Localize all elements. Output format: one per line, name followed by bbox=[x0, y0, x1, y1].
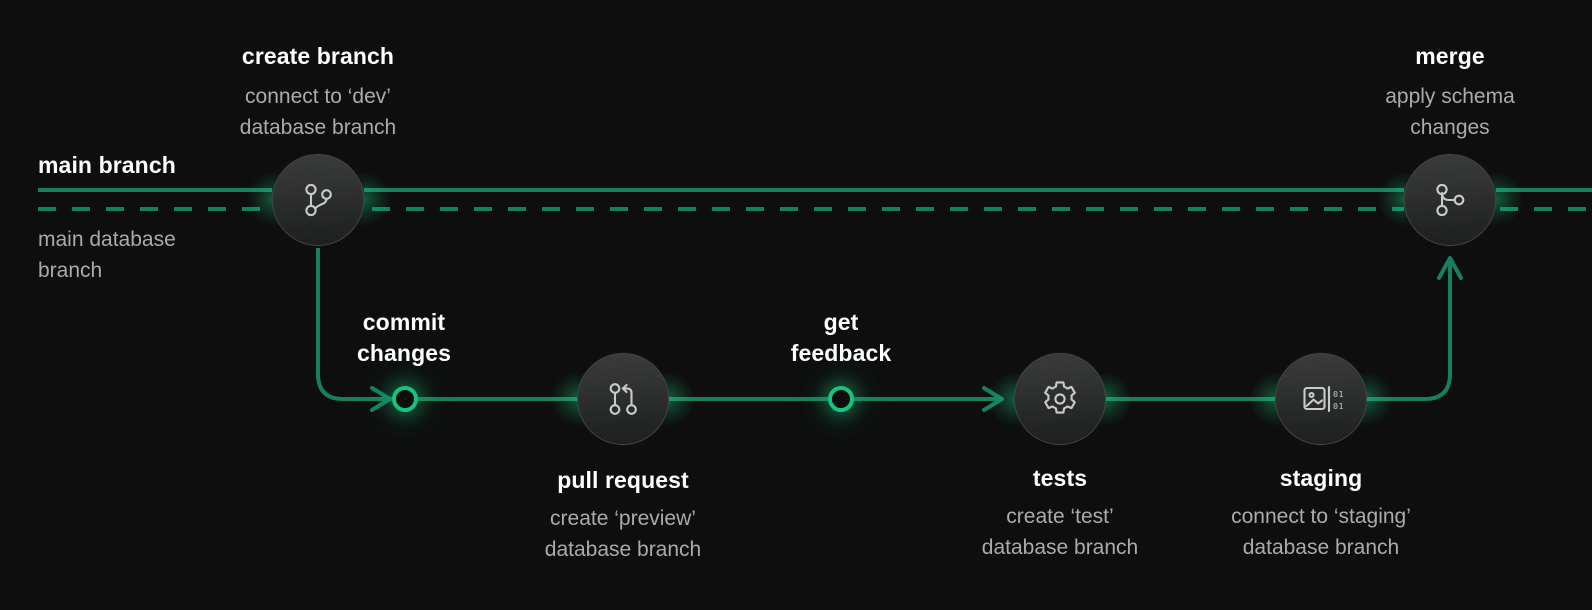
svg-text:010: 010 bbox=[1333, 389, 1344, 399]
node-get-feedback[interactable] bbox=[828, 386, 854, 412]
node-pull-request[interactable] bbox=[577, 353, 669, 445]
git-branch-icon bbox=[296, 178, 340, 222]
image-binary-icon: 010 010 bbox=[1298, 376, 1344, 422]
git-merge-icon bbox=[1428, 178, 1472, 222]
get-feedback-title-line1: get bbox=[823, 309, 859, 335]
tests-subtitle-line1: create ‘test’ bbox=[1006, 505, 1114, 528]
main-database-branch-label-line2: branch bbox=[38, 258, 103, 282]
merge-subtitle: apply schema changes bbox=[1385, 82, 1515, 143]
pull-request-icon bbox=[601, 377, 645, 421]
create-branch-subtitle-line2: database branch bbox=[239, 115, 397, 139]
get-feedback-title-line2: feedback bbox=[790, 339, 892, 366]
merge-title: merge bbox=[1415, 43, 1485, 69]
arrowhead-to-tests bbox=[982, 386, 1004, 412]
arrowhead-to-commit bbox=[370, 386, 392, 412]
gear-icon bbox=[1037, 376, 1083, 422]
node-commit-changes[interactable] bbox=[392, 386, 418, 412]
commit-changes-title-line2: changes bbox=[356, 339, 452, 366]
pull-request-subtitle-line2: database branch bbox=[544, 537, 702, 561]
tests-subtitle: create ‘test’ database branch bbox=[982, 502, 1138, 563]
merge-subtitle-line1: apply schema bbox=[1385, 85, 1515, 108]
main-branch-label: main branch bbox=[38, 152, 176, 178]
branch-drop-path bbox=[316, 248, 392, 401]
main-database-branch-label-line1: main database bbox=[38, 228, 176, 251]
commit-changes-title-line1: commit bbox=[362, 309, 446, 335]
staging-subtitle-line2: database branch bbox=[1242, 535, 1400, 559]
staging-subtitle-line1: connect to ‘staging’ bbox=[1231, 505, 1411, 528]
pull-request-subtitle: create ‘preview’ database branch bbox=[545, 504, 701, 565]
node-merge[interactable] bbox=[1404, 154, 1496, 246]
node-tests[interactable] bbox=[1014, 353, 1106, 445]
create-branch-subtitle: connect to ‘dev’ database branch bbox=[240, 82, 396, 143]
staging-subtitle: connect to ‘staging’ database branch bbox=[1231, 502, 1411, 563]
commit-changes-title: commit changes bbox=[357, 307, 451, 369]
node-create-branch[interactable] bbox=[272, 154, 364, 246]
tests-subtitle-line2: database branch bbox=[981, 535, 1139, 559]
svg-text:010: 010 bbox=[1333, 401, 1344, 411]
node-staging[interactable]: 010 010 bbox=[1275, 353, 1367, 445]
staging-title: staging bbox=[1279, 465, 1363, 491]
pull-request-subtitle-line1: create ‘preview’ bbox=[550, 507, 696, 530]
main-database-branch-label: main database branch bbox=[38, 225, 176, 286]
merge-subtitle-line2: changes bbox=[1410, 115, 1490, 139]
staging-riser-path bbox=[1367, 262, 1452, 401]
pull-request-title: pull request bbox=[557, 467, 689, 493]
create-branch-subtitle-line1: connect to ‘dev’ bbox=[245, 85, 391, 108]
create-branch-title: create branch bbox=[241, 43, 395, 69]
arrowhead-to-merge bbox=[1437, 256, 1463, 280]
get-feedback-title: get feedback bbox=[791, 307, 892, 369]
tests-title: tests bbox=[1032, 465, 1088, 491]
